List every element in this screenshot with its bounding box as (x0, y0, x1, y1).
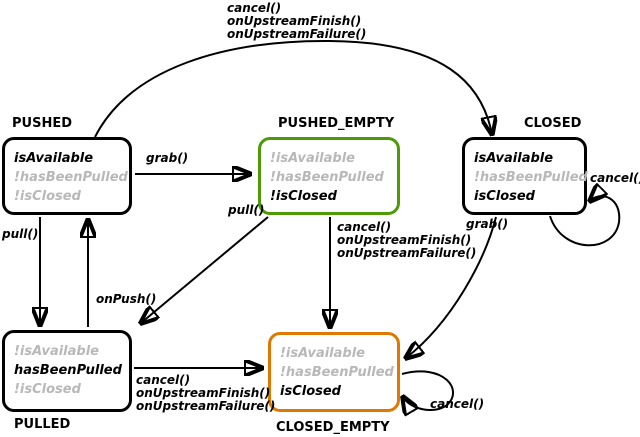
state-pushed-empty: !isAvailable !hasBeenPulled !isClosed (258, 137, 400, 215)
flag-isClosed: isClosed (280, 384, 341, 399)
flag-isClosed: isClosed (474, 189, 535, 204)
state-label-pushed: PUSHED (12, 116, 72, 131)
state-pushed: isAvailable !hasBeenPulled !isClosed (2, 137, 132, 215)
edge-label-line: cancel() (590, 171, 640, 185)
edge-label-line: cancel() (337, 220, 392, 234)
edge-label-line: cancel() (136, 373, 191, 387)
edge-label-line: pull() (228, 203, 265, 217)
edge-label-pushed-to-pushed-empty: grab() (146, 152, 188, 165)
flag-hasBeenPulled: !hasBeenPulled (474, 170, 588, 185)
edge-label-pushed-empty-to-closed-empty: cancel() onUpstreamFinish() onUpstreamFa… (337, 221, 476, 260)
flag-isClosed: !isClosed (14, 382, 81, 397)
edge-label-line: onUpstreamFinish() (337, 233, 472, 247)
state-label-closed: CLOSED (524, 116, 582, 131)
edge-label-line: grab() (466, 217, 509, 231)
edge-label-line: pull() (2, 227, 39, 241)
edge-label-line: onPush() (96, 292, 157, 306)
flag-hasBeenPulled: hasBeenPulled (14, 363, 122, 378)
flag-isAvailable: isAvailable (14, 151, 94, 166)
edge-label-pulled-to-pushed: onPush() (96, 293, 156, 306)
state-label-pushed-empty: PUSHED_EMPTY (278, 116, 395, 131)
edge-closed-empty-self-loop (402, 370, 454, 410)
edge-closed-self-loop (549, 196, 621, 247)
flag-isAvailable: isAvailable (474, 151, 554, 166)
edge-label-pulled-to-closed-empty: cancel() onUpstreamFinish() onUpstreamFa… (136, 374, 275, 413)
flag-isAvailable: !isAvailable (280, 346, 365, 361)
edge-label-line: cancel() (227, 1, 282, 15)
edge-label-line: cancel() (430, 397, 485, 411)
edge-label-line: onUpstreamFailure() (136, 399, 276, 413)
state-label-pulled: PULLED (14, 417, 71, 432)
flag-hasBeenPulled: !hasBeenPulled (280, 365, 394, 380)
edge-label-line: onUpstreamFinish() (227, 14, 362, 28)
flag-hasBeenPulled: !hasBeenPulled (14, 170, 128, 185)
edge-label-closed-to-closed-empty: grab() (466, 218, 508, 231)
state-closed-empty: !isAvailable !hasBeenPulled isClosed (268, 332, 400, 412)
edge-label-closed-self-loop: cancel() (590, 172, 640, 185)
edge-closed-to-closed-empty (406, 216, 497, 358)
edge-label-pushed-empty-to-pulled: pull() (228, 204, 264, 217)
edge-label-line: onUpstreamFailure() (337, 246, 477, 260)
edge-label-pushed-to-closed: cancel() onUpstreamFinish() onUpstreamFa… (227, 2, 366, 41)
edge-label-closed-empty-self-loop: cancel() (430, 398, 484, 411)
flag-isClosed: !isClosed (14, 189, 81, 204)
state-closed: isAvailable !hasBeenPulled isClosed (462, 137, 588, 215)
flag-isAvailable: !isAvailable (14, 344, 99, 359)
edge-pushed-empty-to-pulled (141, 216, 269, 323)
edge-label-pushed-to-pulled: pull() (2, 228, 38, 241)
edge-label-line: onUpstreamFinish() (136, 386, 271, 400)
edge-label-line: grab() (146, 151, 189, 165)
flag-isClosed: !isClosed (270, 189, 337, 204)
state-label-closed-empty: CLOSED_EMPTY (276, 420, 390, 435)
state-pulled: !isAvailable hasBeenPulled !isClosed (2, 330, 132, 412)
flag-hasBeenPulled: !hasBeenPulled (270, 170, 384, 185)
edge-label-line: onUpstreamFailure() (227, 27, 367, 41)
edge-pushed-to-closed (94, 39, 492, 137)
flag-isAvailable: !isAvailable (270, 151, 355, 166)
